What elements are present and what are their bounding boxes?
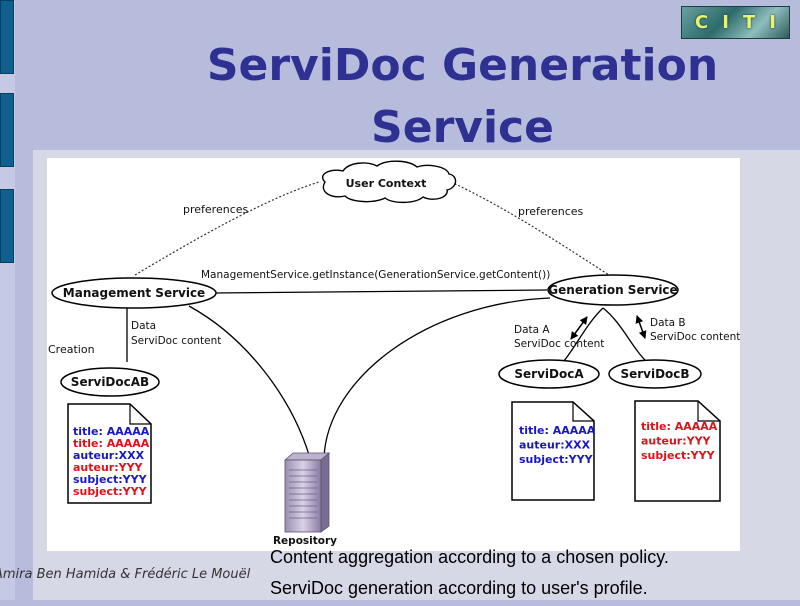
document-field: title: AAAAA bbox=[73, 437, 150, 450]
document-field: subject:YYY bbox=[73, 485, 148, 498]
creation-label: Creation bbox=[48, 343, 95, 356]
data-a-arrow bbox=[570, 316, 588, 340]
sidebar-tab-3[interactable] bbox=[0, 189, 14, 263]
servidoc-ab-label: ServiDocAB bbox=[71, 375, 149, 389]
servidoc-b-label: ServiDocB bbox=[620, 367, 689, 381]
logo-letter: T bbox=[742, 12, 756, 33]
management-repository-link bbox=[188, 305, 311, 459]
servidoc-b-node bbox=[608, 359, 702, 389]
document-field: title: AAAAA bbox=[641, 420, 718, 433]
generation-repository-link bbox=[323, 297, 551, 459]
document-field: auteur:YYY bbox=[73, 461, 144, 474]
servidoc-a-label: ServiDocA bbox=[514, 367, 584, 381]
content-left-label: ServiDoc content bbox=[131, 335, 221, 347]
user-context-label: User Context bbox=[346, 177, 427, 190]
left-sidebar bbox=[0, 0, 15, 600]
document-field: auteur:XXX bbox=[519, 439, 591, 452]
document-field: title: AAAAA bbox=[519, 424, 596, 437]
preferences-link-right bbox=[450, 181, 610, 276]
preferences-left-label: preferences bbox=[183, 203, 249, 216]
slide-title-line-1: ServiDoc Generation bbox=[206, 40, 719, 91]
document-field: subject:YYY bbox=[73, 473, 148, 486]
data-b-label: Data B bbox=[650, 317, 686, 329]
citi-logo: C I T I bbox=[681, 6, 790, 39]
footer-authors: Amira Ben Hamida & Frédéric Le Mouël bbox=[0, 567, 251, 582]
management-generation-link bbox=[213, 289, 548, 294]
data-left-label: Data bbox=[131, 320, 156, 332]
bullet-list: Content aggregation according to a chose… bbox=[270, 544, 800, 606]
management-service-node bbox=[51, 277, 217, 309]
generation-servidoca-link bbox=[562, 307, 604, 363]
repository-label: Repository bbox=[273, 535, 337, 547]
architecture-diagram: User Context preferences preferences Man… bbox=[47, 158, 740, 551]
content-b-label: ServiDoc content bbox=[650, 331, 740, 343]
slide-title: ServiDoc Generation Service bbox=[185, 35, 740, 159]
content-a-label: ServiDoc content bbox=[514, 338, 604, 350]
sidebar-tab-1[interactable] bbox=[0, 0, 14, 74]
preferences-right-label: preferences bbox=[518, 205, 584, 218]
management-service-label: Management Service bbox=[63, 286, 205, 300]
document-field: subject:YYY bbox=[641, 449, 716, 462]
servidoc-a-node bbox=[498, 359, 600, 389]
generation-service-label: Generation Service bbox=[548, 283, 677, 297]
user-context-cloud bbox=[322, 160, 457, 204]
call-label: ManagementService.getInstance(Generation… bbox=[201, 269, 550, 281]
sidebar-tab-2[interactable] bbox=[0, 93, 14, 167]
data-a-label: Data A bbox=[514, 324, 550, 336]
bullet-item: ServiDoc generation according to user's … bbox=[270, 578, 648, 598]
document-field: auteur:YYY bbox=[641, 435, 712, 448]
document-field: auteur:XXX bbox=[73, 449, 145, 462]
preferences-link-left bbox=[134, 181, 320, 276]
generation-service-node bbox=[547, 274, 679, 306]
document-field: title: AAAAA bbox=[73, 425, 150, 438]
repository-server-icon bbox=[283, 452, 331, 533]
logo-letter: C bbox=[695, 12, 709, 33]
servidoc-ab-node bbox=[60, 367, 160, 397]
document-field: subject:YYY bbox=[519, 453, 594, 466]
bullet-item: Content aggregation according to a chose… bbox=[270, 547, 669, 567]
data-b-arrow bbox=[635, 315, 647, 339]
slide-title-line-2: Service bbox=[371, 102, 554, 153]
generation-servidocb-link bbox=[602, 307, 648, 363]
logo-letter: I bbox=[722, 12, 729, 33]
logo-letter: I bbox=[769, 12, 776, 33]
